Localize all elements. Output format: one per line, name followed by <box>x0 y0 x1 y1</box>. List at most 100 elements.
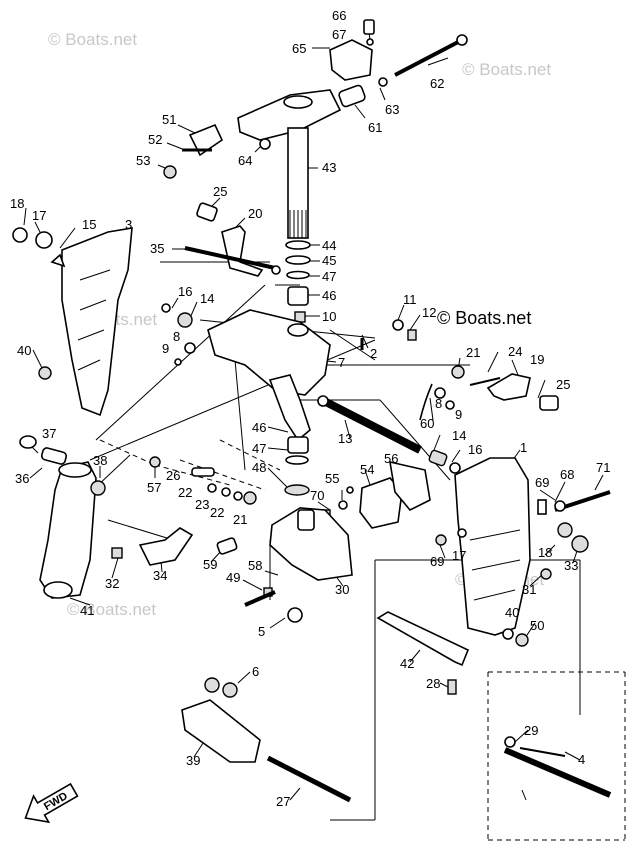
washer-45 <box>285 255 311 265</box>
callout: 30 <box>335 582 349 597</box>
bushing-16 <box>161 303 171 313</box>
callout: 52 <box>148 132 162 147</box>
bolt-6 <box>447 679 457 695</box>
callout: 53 <box>136 153 150 168</box>
cylinder-31 <box>39 461 97 599</box>
spring-23 <box>221 487 231 497</box>
swivel-bracket-7 <box>207 309 331 396</box>
callout: 44 <box>322 238 336 253</box>
callout: 71 <box>596 460 610 475</box>
callout: 36 <box>15 471 29 486</box>
cap-34 <box>216 537 238 555</box>
top-housing <box>237 89 342 141</box>
clip-50 <box>287 607 303 623</box>
washer-63 <box>378 77 388 87</box>
callout: 40 <box>505 605 519 620</box>
callout: 26 <box>166 468 180 483</box>
shaft-35 <box>184 246 276 270</box>
cap-25-right <box>539 395 559 411</box>
callout: 32 <box>105 576 119 591</box>
callout: 51 <box>162 112 176 127</box>
bracket-49 <box>269 507 353 581</box>
callout: 28 <box>426 676 440 691</box>
washer-22b <box>233 491 243 501</box>
cap-37 <box>19 435 37 449</box>
bolt-12 <box>407 329 417 341</box>
callout: 11 <box>403 292 417 307</box>
cap-37-right <box>90 480 106 496</box>
callout: 10 <box>322 309 336 324</box>
washer-8-right <box>434 387 446 399</box>
cable-end <box>346 486 354 494</box>
callout: 59 <box>203 557 217 572</box>
callout: 42 <box>400 656 414 671</box>
callout: 54 <box>360 462 374 477</box>
callout: 50 <box>530 618 544 633</box>
callout-numbers: 66 67 65 62 63 61 51 52 53 64 43 25 20 1… <box>10 8 610 809</box>
pin-26 <box>191 467 215 477</box>
bolt-58 <box>244 590 276 607</box>
rod-27 <box>503 747 612 798</box>
watermark-main: © Boats.net <box>437 308 531 328</box>
nut-53 <box>163 165 177 179</box>
callout: 38 <box>93 453 107 468</box>
callout: 68 <box>560 467 574 482</box>
callout: 62 <box>430 76 444 91</box>
callout: 35 <box>150 241 164 256</box>
lever-19 <box>486 373 531 401</box>
ring-47 <box>286 270 310 280</box>
nut-42a <box>204 677 220 693</box>
callout: 47 <box>322 269 336 284</box>
bracket-54 <box>389 460 431 511</box>
callout: 13 <box>338 431 352 446</box>
callout: 33 <box>564 558 578 573</box>
nut-64 <box>259 138 271 150</box>
callout: 23 <box>195 497 209 512</box>
callout: 57 <box>147 480 161 495</box>
callout: 3 <box>125 217 132 232</box>
callout: 7 <box>338 355 345 370</box>
callout: 15 <box>82 217 96 232</box>
callout: 12 <box>422 305 436 320</box>
callout: 63 <box>385 102 399 117</box>
callout: 20 <box>248 206 262 221</box>
callout: 39 <box>186 753 200 768</box>
bushing-46 <box>287 286 309 306</box>
callout: 4 <box>578 752 585 767</box>
callout: 8 <box>173 329 180 344</box>
callout: 41 <box>80 603 94 618</box>
parts <box>12 19 612 803</box>
callout: 43 <box>322 160 336 175</box>
callout: 66 <box>332 8 346 23</box>
washer-69-lower <box>457 528 467 538</box>
forward-direction-indicator: FWD <box>24 782 79 824</box>
lever-32 <box>138 527 194 566</box>
watermark: © Boats.net <box>462 60 551 79</box>
callout: 27 <box>276 794 290 809</box>
callout: 61 <box>368 120 382 135</box>
callout: 17 <box>452 548 466 563</box>
callout: 45 <box>322 253 336 268</box>
washer-48 <box>284 484 310 496</box>
watermark: © Boats.net <box>48 30 137 49</box>
clip-28 <box>504 736 516 748</box>
callout: 40 <box>17 343 31 358</box>
callout: 37 <box>42 426 56 441</box>
clamp-bracket-3 <box>61 227 133 417</box>
washer-67 <box>366 38 374 46</box>
callout: 9 <box>455 407 462 422</box>
nut-71 <box>435 534 447 546</box>
callout: 17 <box>32 208 46 223</box>
callout: 60 <box>420 416 434 431</box>
callout: 34 <box>153 568 167 583</box>
callout: 9 <box>162 341 169 356</box>
callout: 67 <box>332 27 346 42</box>
cable-60 <box>419 383 433 421</box>
callout: 65 <box>292 41 306 56</box>
callout: 31 <box>522 582 536 597</box>
callout: 16 <box>178 284 192 299</box>
callout: 14 <box>200 291 214 306</box>
ring-47-lower <box>285 455 309 465</box>
rod-39 <box>266 755 352 803</box>
callout: 2 <box>370 346 377 361</box>
